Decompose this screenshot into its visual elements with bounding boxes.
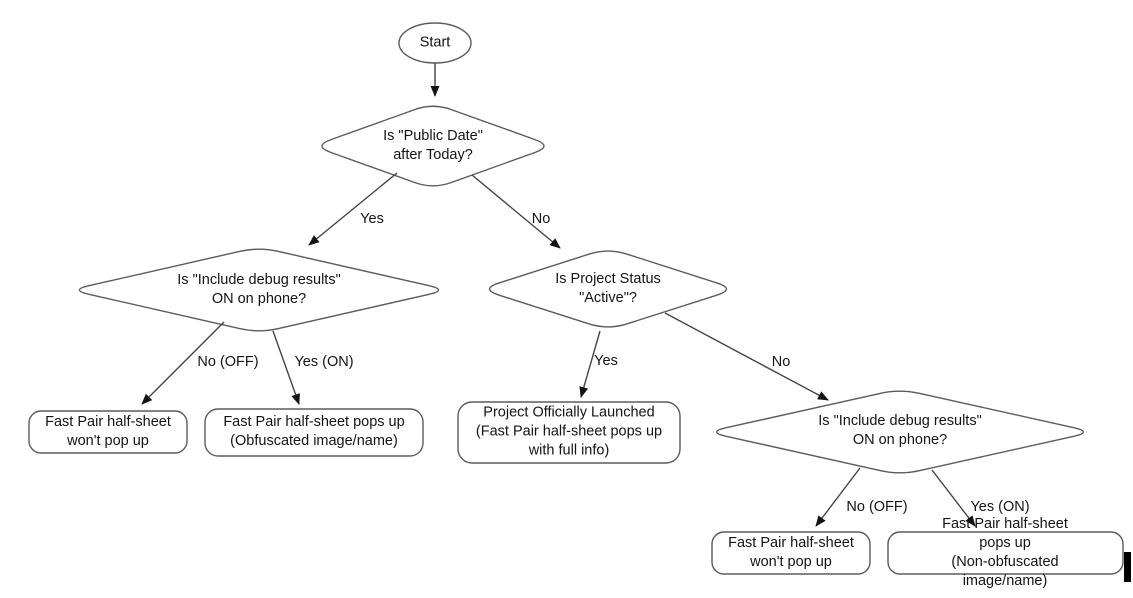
edge-label-public-date-no: No	[531, 211, 551, 227]
start-label: Start	[419, 34, 451, 51]
edge-debug-right-no	[815, 467, 861, 527]
edge-public-date-yes	[308, 172, 398, 246]
edge-label-debug-right-no: No (OFF)	[846, 499, 908, 515]
outcome-obfuscated-label: Fast Pair half-sheet pops up (Obfuscated…	[223, 414, 405, 449]
outcome-box-launched	[457, 401, 681, 464]
text-cursor	[1124, 552, 1131, 582]
edge-label-debug-right-yes: Yes (ON)	[970, 499, 1030, 515]
edge-label-debug-left-yes: Yes (ON)	[294, 354, 354, 370]
edge-debug-left-yes	[272, 330, 300, 405]
decision-public-date-label: Is "Public Date" after Today?	[383, 128, 483, 163]
decision-diamond-public-date	[321, 105, 545, 187]
outcome-no-popup-left-label: Fast Pair half-sheet won't pop up	[45, 414, 171, 449]
edge-label-public-date-yes: Yes	[360, 211, 384, 227]
decision-diamond-project-status	[488, 250, 728, 328]
edge-public-date-no	[471, 174, 561, 249]
edge-project-status-yes	[579, 330, 601, 398]
decision-debug-right-label: Is "Include debug results" ON on phone?	[818, 413, 982, 448]
decision-project-status-label: Is Project Status "Active"?	[555, 271, 661, 306]
edge-label-project-status-no: No	[771, 354, 791, 370]
edge-debug-right-yes	[931, 469, 976, 527]
decision-debug-left-label: Is "Include debug results" ON on phone?	[177, 272, 341, 307]
decision-diamond-debug-left	[78, 248, 440, 332]
edge-label-debug-left-no: No (OFF)	[197, 354, 259, 370]
decision-diamond-debug-right	[715, 390, 1085, 474]
edge-label-project-status-yes: Yes	[594, 353, 618, 369]
outcome-box-obfuscated	[204, 408, 424, 457]
outcome-no-popup-right-label: Fast Pair half-sheet won't pop up	[728, 535, 854, 570]
edge-debug-left-no	[141, 321, 225, 405]
edge-project-status-no	[664, 312, 829, 401]
outcome-launched-label: Project Officially Launched (Fast Pair h…	[475, 404, 663, 459]
outcome-box-no-popup-left	[28, 410, 188, 454]
outcome-box-non-obfuscated	[887, 531, 1124, 575]
outcome-box-no-popup-right	[711, 531, 871, 575]
outcome-non-obfuscated-label: Fast Pair half-sheet pops up (Non-obfusc…	[942, 516, 1068, 589]
